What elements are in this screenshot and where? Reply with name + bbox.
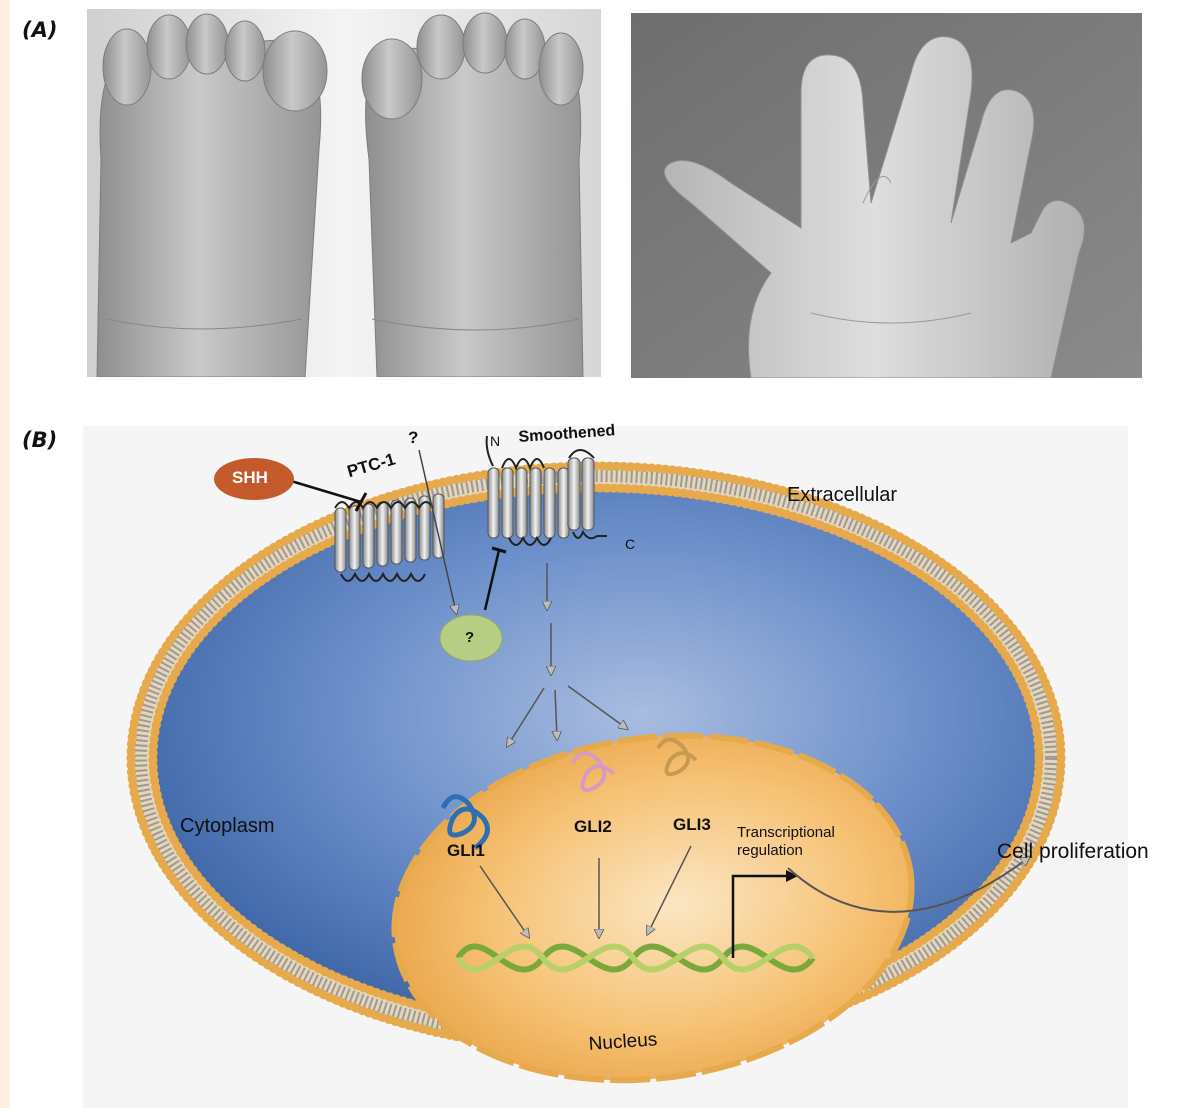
hand-photo	[631, 13, 1142, 378]
cytoplasm-label: Cytoplasm	[180, 815, 274, 838]
n-terminus-label: N	[490, 433, 500, 449]
gli1-label: GLI1	[447, 841, 485, 861]
gli2-label: GLI2	[574, 817, 612, 837]
shh-label: SHH	[232, 468, 268, 488]
transcriptional-label-line2: regulation	[737, 842, 803, 859]
extracellular-label: Extracellular	[787, 484, 897, 507]
panel-a-label: (A)	[22, 18, 57, 42]
unknown-top-label: ?	[408, 428, 418, 448]
left-foot	[97, 14, 327, 377]
unknown-oval-label: ?	[465, 629, 474, 646]
feet-photo	[87, 9, 601, 377]
c-terminus-label: C	[625, 536, 635, 552]
panel-b-label: (B)	[22, 428, 57, 452]
cell-proliferation-label: Cell proliferation	[997, 840, 1149, 864]
side-strip	[0, 0, 10, 1108]
cell-diagram	[83, 398, 1196, 1108]
transcriptional-label-line1: Transcriptional	[737, 824, 835, 841]
right-foot	[362, 13, 583, 377]
gli3-label: GLI3	[673, 815, 711, 835]
